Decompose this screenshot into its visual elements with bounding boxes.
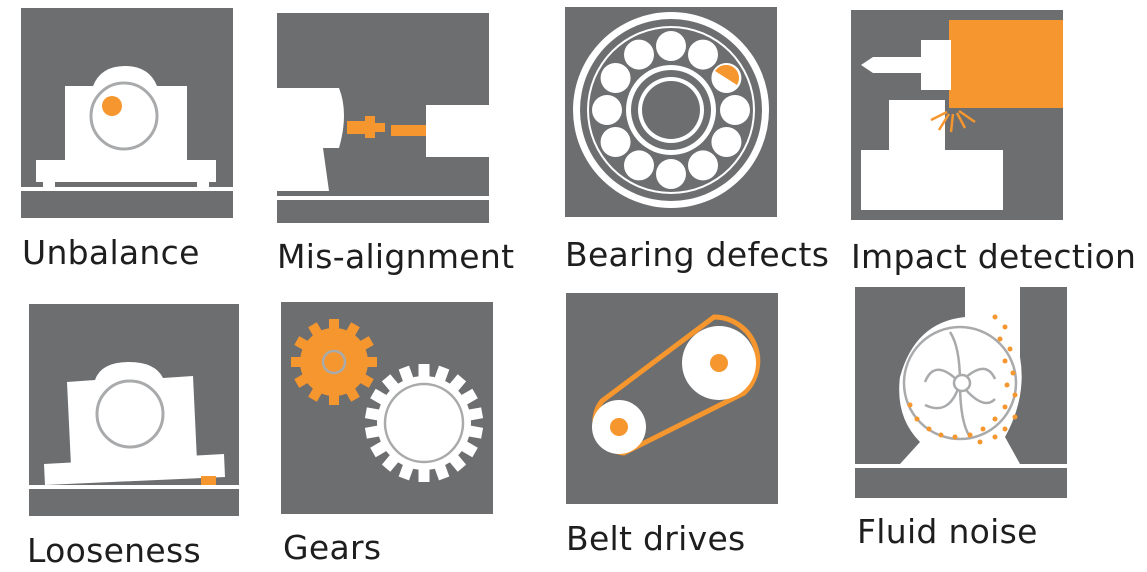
- gears-icon: [291, 319, 484, 482]
- label-looseness: Looseness: [27, 531, 201, 570]
- label-fluid-noise: Fluid noise: [857, 512, 1038, 551]
- looseness-tile: [29, 304, 239, 516]
- unbalance-icon: [21, 66, 233, 191]
- impact-detection-icon: [861, 20, 1063, 210]
- gears-tile: [281, 302, 493, 514]
- bearing-defects-tile: [565, 7, 777, 217]
- belt-drives-icon: [592, 314, 761, 456]
- label-impact-detection: Impact detection: [851, 237, 1137, 276]
- bearing-defects-icon: [573, 12, 769, 208]
- misalignment-tile: [277, 13, 489, 223]
- label-unbalance: Unbalance: [22, 233, 200, 272]
- looseness-icon: [29, 362, 239, 489]
- label-gears: Gears: [283, 528, 382, 567]
- fluid-noise-icon: [855, 287, 1067, 468]
- label-misalignment: Mis-alignment: [277, 237, 515, 276]
- impact-detection-tile: [851, 10, 1063, 220]
- misalignment-icon: [277, 88, 489, 200]
- belt-drives-tile: [566, 293, 778, 504]
- label-belt-drives: Belt drives: [566, 519, 746, 558]
- label-bearing-defects: Bearing defects: [565, 235, 830, 274]
- unbalance-tile: [21, 8, 233, 218]
- fluid-noise-tile: [855, 287, 1067, 498]
